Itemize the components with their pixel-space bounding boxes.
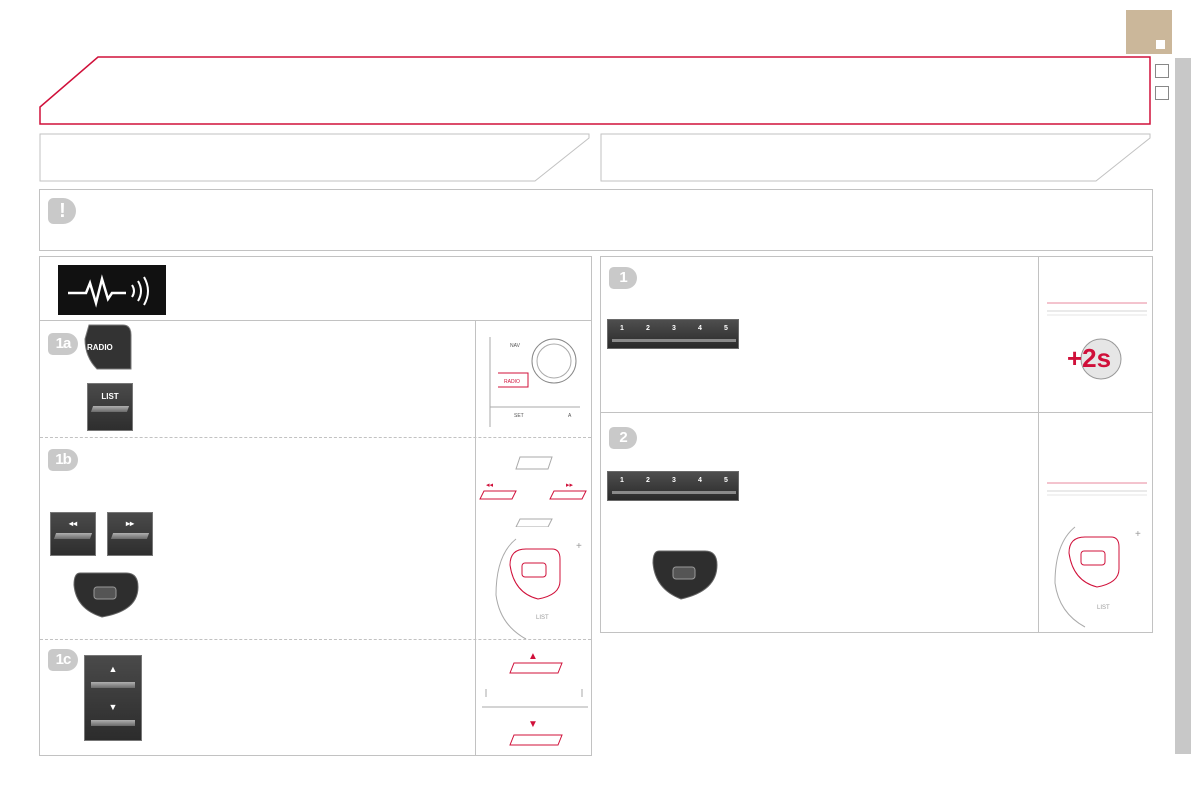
corner-marker [1156,40,1165,49]
diagram-nav: NAV [510,343,521,349]
step-1c-badge: 1c [48,649,78,671]
preset-4[interactable]: 4 [698,477,702,484]
radio-key-label: RADIO [87,343,113,352]
seek-forward-icon: ▸▸ [125,519,135,528]
svg-text:LIST: LIST [1097,605,1110,611]
console-diagram: NAV RADIO SET A [489,337,580,427]
radio-wave-icon [58,265,166,315]
right-diagram-column [1038,257,1039,632]
wheel-diagram-2: + LIST [1054,526,1141,628]
svg-text:◂◂: ◂◂ [486,482,494,489]
preset-strip-diagram-1 [1047,302,1147,316]
preset-3[interactable]: 3 [672,325,676,332]
diagram-column [475,320,476,755]
hold-2s-label: +2s [1067,343,1112,373]
seek-back-key[interactable]: ◂◂ [50,512,96,556]
diagram-a: A [568,413,572,419]
svg-text:+: + [576,541,582,552]
title-banner [39,56,1151,125]
list-key[interactable]: LIST [87,383,133,431]
preset-4[interactable]: 4 [698,325,702,332]
left-panel: 1a RADIO LIST NAV RADIO SET A 1b ◂◂ ▸▸ ◂… [39,256,592,756]
preset-2[interactable]: 2 [646,477,650,484]
up-down-keys[interactable]: ▲ ▼ [84,655,142,741]
svg-text:▸▸: ▸▸ [566,482,574,489]
preset-2[interactable]: 2 [646,325,650,332]
step-1a-badge: 1a [48,333,78,355]
up-down-diagram: ▲ ▼ [482,651,588,746]
seek-back-icon: ◂◂ [68,519,78,528]
seek-diagram: ◂◂ ▸▸ [479,456,587,527]
diagram-radio: RADIO [504,379,520,385]
step-2-badge: 2 [609,427,637,449]
corner-tab [1126,10,1172,54]
side-checkbox-2[interactable] [1155,86,1169,100]
preset-buttons-1[interactable]: 1 2 3 4 5 [607,319,739,349]
hold-2s-icon: +2s [1063,337,1127,381]
warning-badge: ! [48,198,76,224]
left-section-header [39,133,590,182]
svg-text:+: + [1135,529,1141,540]
seek-forward-key[interactable]: ▸▸ [107,512,153,556]
preset-5[interactable]: 5 [724,477,728,484]
preset-1[interactable]: 1 [620,325,624,332]
wheel-button-icon-2[interactable] [651,549,721,603]
right-section-header [600,133,1151,182]
wheel-button-icon[interactable] [72,571,142,621]
radio-key-icon[interactable]: RADIO [83,323,133,371]
down-arrow-icon[interactable]: ▼ [108,702,118,712]
preset-1[interactable]: 1 [620,477,624,484]
preset-3[interactable]: 3 [672,477,676,484]
step-1-badge: 1 [609,267,637,289]
diagram-set: SET [514,413,524,419]
warning-box: ! [39,189,1153,251]
preset-buttons-2[interactable]: 1 2 3 4 5 [607,471,739,501]
preset-strip-diagram-2 [1047,482,1147,496]
wheel-diagram-1b: + LIST [495,538,582,640]
svg-text:LIST: LIST [536,615,549,621]
svg-text:▼: ▼ [528,719,538,730]
list-key-label: LIST [101,392,119,401]
side-scrollbar[interactable] [1175,58,1191,754]
right-panel: 1 1 2 3 4 5 +2s 2 1 2 3 4 5 [600,256,1153,633]
side-checkbox-1[interactable] [1155,64,1169,78]
preset-5[interactable]: 5 [724,325,728,332]
up-arrow-icon[interactable]: ▲ [108,664,118,674]
step-1b-badge: 1b [48,449,78,471]
svg-text:▲: ▲ [528,651,538,662]
